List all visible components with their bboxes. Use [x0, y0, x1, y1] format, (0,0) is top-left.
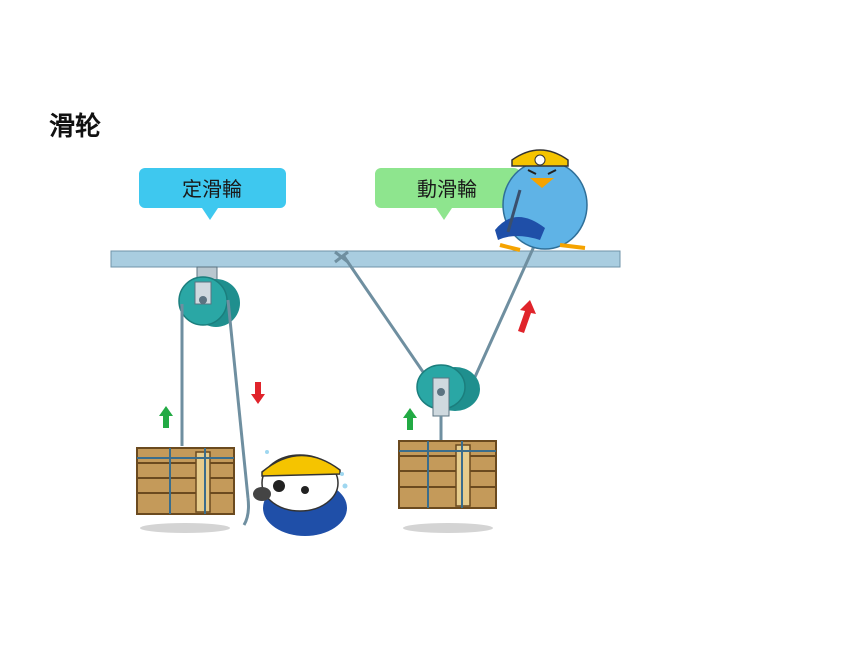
movable-pulley: [416, 364, 480, 440]
bird-worker-character: [495, 149, 588, 252]
movable-pulley-label: 動滑輪: [417, 177, 477, 201]
fixed-callout-box: [139, 168, 286, 208]
ceiling-beam: [110, 250, 621, 268]
movable-rope-left: [341, 254, 434, 386]
page-title: 滑轮: [49, 112, 102, 142]
movable-pulley-callout: 動滑輪: [375, 168, 520, 220]
rope-knot: [334, 250, 349, 264]
movable-callout-tail: [436, 208, 452, 220]
fixed-rope-right: [226, 299, 250, 499]
panda-worker-character: [253, 450, 348, 536]
arrow-up-icon: [518, 300, 536, 333]
fixed-pulley-label: 定滑輪: [182, 177, 242, 201]
arrow-down-icon: [251, 382, 265, 404]
fixed-pulley: [178, 266, 240, 327]
crate-left: [136, 447, 235, 533]
arrow-up-icon: [403, 408, 417, 430]
movable-callout-box: [375, 168, 520, 208]
fixed-pulley-callout: 定滑輪: [139, 168, 286, 220]
crate-right: [398, 440, 497, 533]
fixed-callout-tail: [202, 208, 218, 220]
movable-rope-right: [468, 221, 547, 389]
fixed-rope-end: [242, 497, 250, 526]
arrow-up-icon: [159, 406, 173, 428]
